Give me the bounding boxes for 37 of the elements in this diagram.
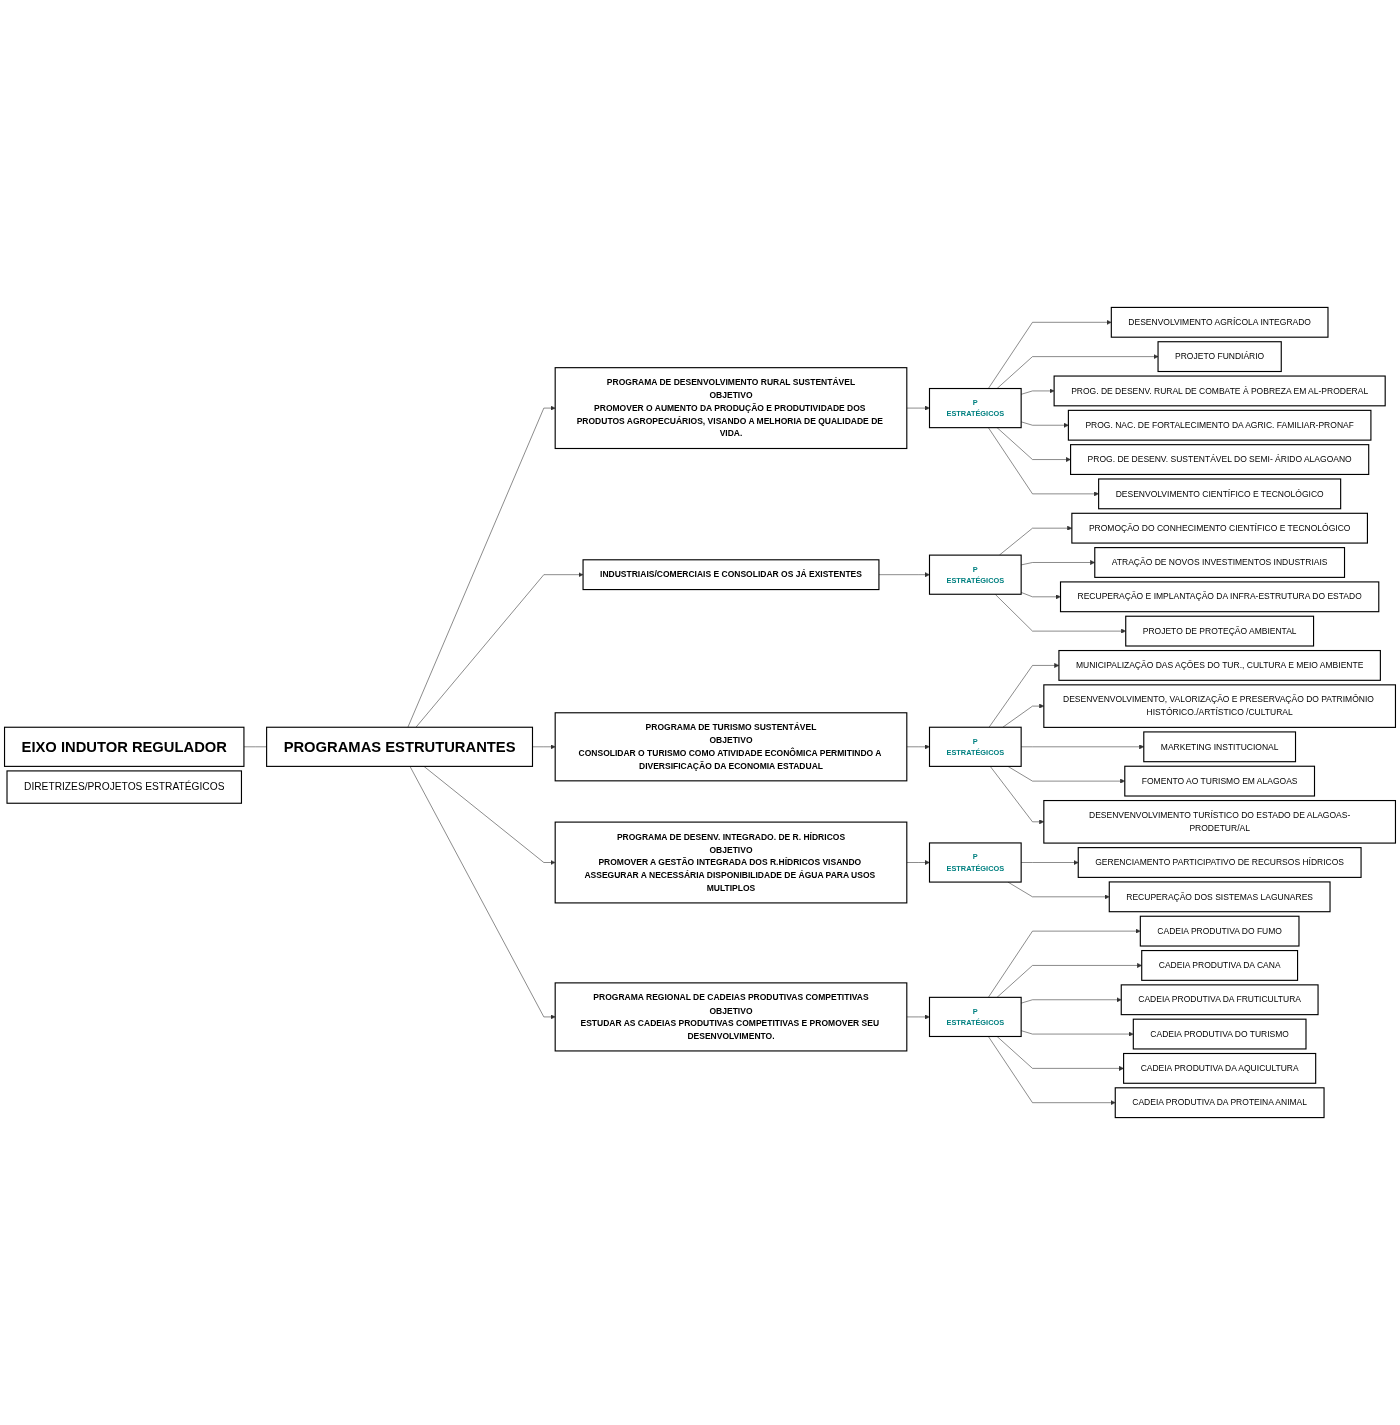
- node-box: [928, 726, 1022, 767]
- node-box: [1071, 512, 1368, 544]
- node-box: [1125, 615, 1315, 647]
- node-box: [928, 842, 1022, 883]
- node-box: [1053, 375, 1386, 407]
- node-box: [1067, 409, 1372, 441]
- node-box: [1098, 478, 1342, 510]
- node-box: [1139, 915, 1300, 947]
- node-box: [928, 387, 1022, 429]
- node-box: [1157, 341, 1282, 373]
- node-box: [1143, 731, 1297, 763]
- node-box: [1132, 1018, 1307, 1050]
- node-box: [1043, 800, 1397, 844]
- node-box: [1094, 547, 1346, 578]
- node-box: [1123, 1052, 1317, 1084]
- node-box: [6, 770, 243, 804]
- node-box: [582, 559, 880, 591]
- node-box: [1114, 1087, 1325, 1119]
- node-box: [1058, 649, 1381, 681]
- node-box: [554, 367, 908, 450]
- node-box: [1110, 306, 1329, 338]
- node-box: [1059, 581, 1380, 613]
- node-box: [1070, 444, 1370, 475]
- node-box: [1043, 684, 1397, 728]
- node-box: [1108, 881, 1331, 913]
- node-box: [554, 982, 908, 1052]
- connector: [243, 746, 267, 748]
- node-box: [1141, 950, 1299, 981]
- node-box: [3, 726, 245, 767]
- node-box: [554, 821, 908, 904]
- node-box: [1120, 984, 1319, 1016]
- node-box: [1077, 847, 1362, 878]
- node-box: [928, 996, 1022, 1038]
- node-box: [928, 554, 1022, 595]
- node-box: [266, 726, 534, 767]
- node-box: [554, 712, 908, 782]
- node-box: [1124, 765, 1316, 797]
